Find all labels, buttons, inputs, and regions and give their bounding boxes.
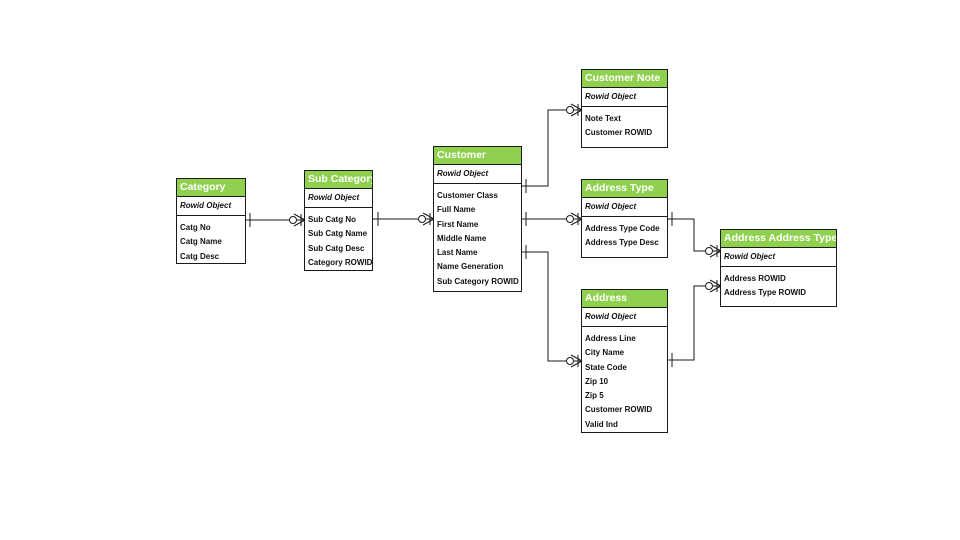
cardinality-crowfoot-mark — [566, 103, 583, 117]
entity-primary-key: Rowid Object — [582, 88, 667, 107]
entity-title: Address Address Type — [721, 230, 836, 248]
entity-attribute: Sub Catg Desc — [308, 243, 365, 253]
cardinality-crowfoot-mark — [566, 212, 583, 226]
entity-attribute: Valid Ind — [585, 419, 618, 429]
entity-attribute: Last Name — [437, 248, 478, 258]
entity-title: Category — [177, 179, 245, 197]
entity-title: Address — [582, 290, 667, 308]
entity-attribute: Address Line — [585, 334, 636, 343]
entity-attribute: Address Type ROWID — [724, 288, 807, 298]
cardinality-crowfoot-mark — [418, 212, 435, 226]
entity-attribute: Zip 10 — [585, 376, 609, 386]
entity-attribute-list: Catg No Catg Name Catg Desc — [177, 216, 245, 266]
entity-title: Customer Note — [582, 70, 667, 88]
entity-attribute-list: Address ROWID Address Type ROWID — [721, 267, 836, 303]
entity-attribute: Middle Name — [437, 233, 487, 243]
cardinality-crowfoot-mark — [705, 244, 722, 258]
entity-address[interactable]: Address Rowid Object Address Line City N… — [581, 289, 668, 433]
cardinality-crowfoot-mark — [705, 279, 722, 293]
entity-attribute-list: Address Type Code Address Type Desc — [582, 217, 667, 253]
cardinality-crowfoot-mark — [566, 354, 583, 368]
entity-customer[interactable]: Customer Rowid Object Customer Class Ful… — [433, 146, 522, 292]
entity-attribute: Customer Class — [437, 191, 498, 200]
entity-attribute: Sub Catg No — [308, 215, 356, 224]
entity-attribute: Catg Desc — [180, 251, 220, 261]
entity-primary-key: Rowid Object — [177, 197, 245, 216]
entity-attribute: Name Generation — [437, 262, 504, 272]
entity-customer-note[interactable]: Customer Note Rowid Object Note Text Cus… — [581, 69, 668, 148]
entity-attribute: Category ROWID — [308, 257, 373, 267]
entity-primary-key: Rowid Object — [582, 198, 667, 217]
entity-title: Address Type — [582, 180, 667, 198]
rel-address-type-address-address-type — [667, 212, 722, 258]
entity-attribute: Sub Catg Name — [308, 229, 368, 239]
cardinality-crowfoot-mark — [289, 213, 306, 227]
entity-attribute-list: Address Line City Name State Code Zip 10… — [582, 327, 667, 434]
entity-category[interactable]: Category Rowid Object Catg No Catg Name … — [176, 178, 246, 264]
entity-attribute: First Name — [437, 219, 479, 229]
entity-primary-key: Rowid Object — [582, 308, 667, 327]
entity-attribute: Full Name — [437, 205, 476, 215]
rel-category-sub-category — [245, 213, 306, 227]
rel-address-address-address-type — [667, 279, 722, 367]
entity-title: Customer — [434, 147, 521, 165]
entity-attribute-list: Sub Catg No Sub Catg Name Sub Catg Desc … — [305, 208, 372, 272]
entity-attribute: Address Type Desc — [585, 238, 659, 248]
entity-attribute: Zip 5 — [585, 391, 604, 401]
entity-primary-key: Rowid Object — [305, 189, 372, 208]
entity-attribute-list: Note Text Customer ROWID — [582, 107, 667, 143]
entity-attribute: City Name — [585, 348, 625, 358]
rel-customer-customer-note — [521, 103, 583, 193]
entity-title: Sub Category — [305, 171, 372, 189]
rel-customer-address-type — [521, 212, 583, 226]
rel-customer-address — [521, 245, 583, 368]
entity-attribute: State Code — [585, 362, 627, 372]
entity-attribute: Customer ROWID — [585, 405, 653, 415]
rel-sub-category-customer — [373, 212, 435, 226]
entity-attribute: Address Type Code — [585, 224, 660, 233]
entity-attribute: Sub Category ROWID — [437, 276, 519, 286]
entity-attribute: Catg Name — [180, 237, 222, 247]
entity-attribute-list: Customer Class Full Name First Name Midd… — [434, 184, 521, 291]
entity-attribute: Catg No — [180, 223, 211, 232]
entity-attribute: Note Text — [585, 114, 621, 123]
entity-attribute: Customer ROWID — [585, 128, 653, 138]
entity-attribute: Address ROWID — [724, 274, 786, 283]
entity-primary-key: Rowid Object — [434, 165, 521, 184]
entity-address-type[interactable]: Address Type Rowid Object Address Type C… — [581, 179, 668, 258]
entity-sub-category[interactable]: Sub Category Rowid Object Sub Catg No Su… — [304, 170, 373, 271]
entity-primary-key: Rowid Object — [721, 248, 836, 267]
entity-address-address-type[interactable]: Address Address Type Rowid Object Addres… — [720, 229, 837, 307]
